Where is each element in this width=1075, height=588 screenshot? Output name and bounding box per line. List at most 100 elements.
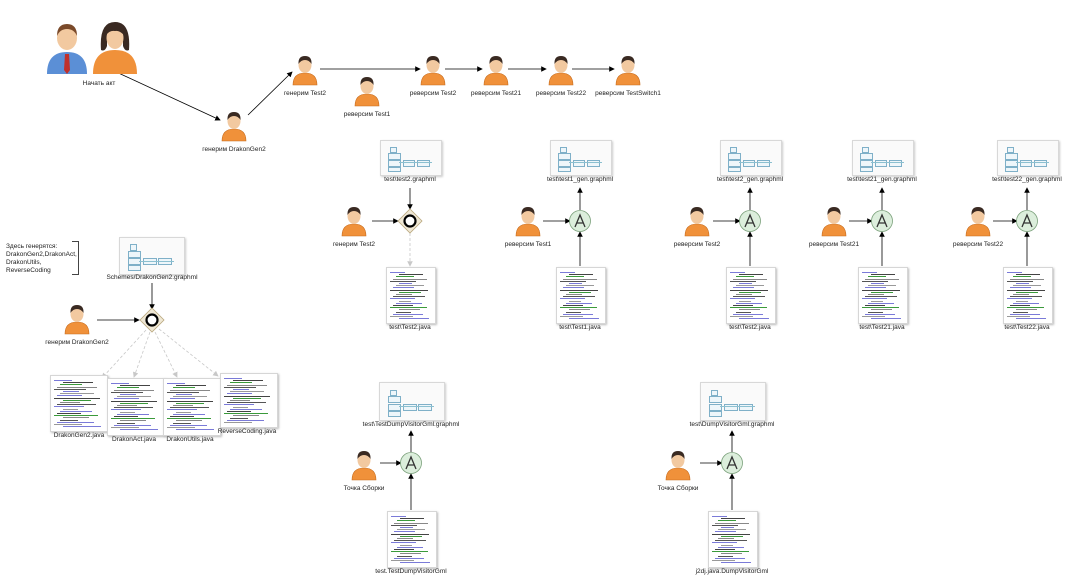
code-line [390,307,427,309]
code-line [739,318,770,320]
code-line [1010,287,1032,289]
diagram-box [728,166,741,173]
file-label-testdump-java: test.TestDumpVisitorGml [375,568,447,575]
diagram-box [1019,160,1033,167]
code-line [566,285,594,287]
code-line [400,518,424,520]
code-line [739,291,762,293]
code-line [721,553,743,555]
diagram-connector [720,406,756,408]
code-line [57,421,94,423]
code-line [224,413,268,415]
diagram-connector [871,162,904,164]
code-line [120,394,137,395]
code-line [563,305,583,306]
actor-label-gen-test2: генерим Test2 [332,241,376,248]
edge-gateway-to-drakonact-java [132,331,151,378]
code-line [391,516,406,517]
actor-rev-test22 [965,207,991,237]
code-line [715,531,737,533]
code-line [397,529,425,531]
edge-gateway-to-reversecoding-java [158,328,219,377]
file-label-test22-gen-graphml: test\test22_gen.graphml [992,176,1062,183]
code-line [391,533,430,535]
code-line [739,309,761,311]
diagram-box [129,244,137,251]
actor-rev-test21 [821,207,847,237]
diagram-connector [399,162,432,164]
code-line [396,285,424,287]
code-line [721,518,745,520]
code-line [390,280,417,282]
code-line [739,300,751,302]
code-line [393,305,413,306]
code-line [63,408,78,410]
code-line [63,382,93,384]
code-line [224,422,252,423]
code-line [170,407,209,409]
code-line [117,422,136,424]
code-line [871,300,883,302]
code-line [393,313,424,315]
code-line [176,394,193,395]
code-line [233,406,248,408]
diagram-box [158,258,172,266]
actor-label-rev-testswitch1-top: реверсим TestSwitch1 [595,90,661,97]
java-thumb-test22 [1003,267,1053,324]
actor-label-build-point-2: Точка Сборки [657,485,699,492]
generation-note: Здесь генерятся: DrakonGen2,DrakonAct, D… [6,243,77,275]
java-thumb-test2 [386,267,436,324]
java-thumb-drakonutils [163,378,221,436]
diagram-box [728,153,741,160]
diagram-box [889,160,902,167]
actor-rev-test2-top [420,56,446,86]
code-line [227,384,268,386]
code-line [715,549,735,550]
code-line [57,413,81,414]
file-label-test1-gen-graphml: test\test1_gen.graphml [546,176,614,183]
diagram-connector [739,162,772,164]
code-line [63,426,101,428]
code-line [1007,307,1044,309]
code-line [396,276,414,278]
code-line [1007,280,1034,282]
java-thumb-drakongen2 [50,375,108,432]
code-line [390,272,405,273]
code-line [230,417,249,419]
file-label-test22-java: test\Test22.java [1004,324,1050,331]
code-line [715,522,749,524]
code-line [736,311,751,313]
code-line [1010,278,1044,280]
code-line [569,291,592,293]
reverse-node-test1 [569,210,591,232]
code-line [230,382,252,384]
diagram-box [739,403,753,411]
code-line [718,529,746,531]
code-line [63,391,80,392]
code-line [176,402,204,404]
note-line: DrakonUtils, [6,259,42,266]
code-line [117,405,137,406]
code-line [63,417,90,419]
code-line [560,307,597,309]
code-line [63,399,91,401]
actor-label-rev-test22-top: реверсим Test22 [535,90,587,97]
code-line [227,411,251,412]
reverse-node-testdump [400,452,422,474]
diagram-box [572,160,586,167]
code-line [569,309,591,311]
code-line [176,385,206,387]
code-line [721,544,733,546]
reverse-node-test2 [739,210,761,232]
code-line [400,527,414,528]
diagram-box [860,166,873,173]
actor-gen-drakongen2-top [221,112,247,142]
code-line [739,283,753,284]
actor-label-start: Начать акт [82,80,116,87]
code-line [862,280,889,282]
actor-gen-test2-top [292,56,318,86]
actor-label-rev-test2: реверсим Test2 [673,241,721,248]
diagram-connector [399,406,435,408]
code-line [173,413,206,415]
